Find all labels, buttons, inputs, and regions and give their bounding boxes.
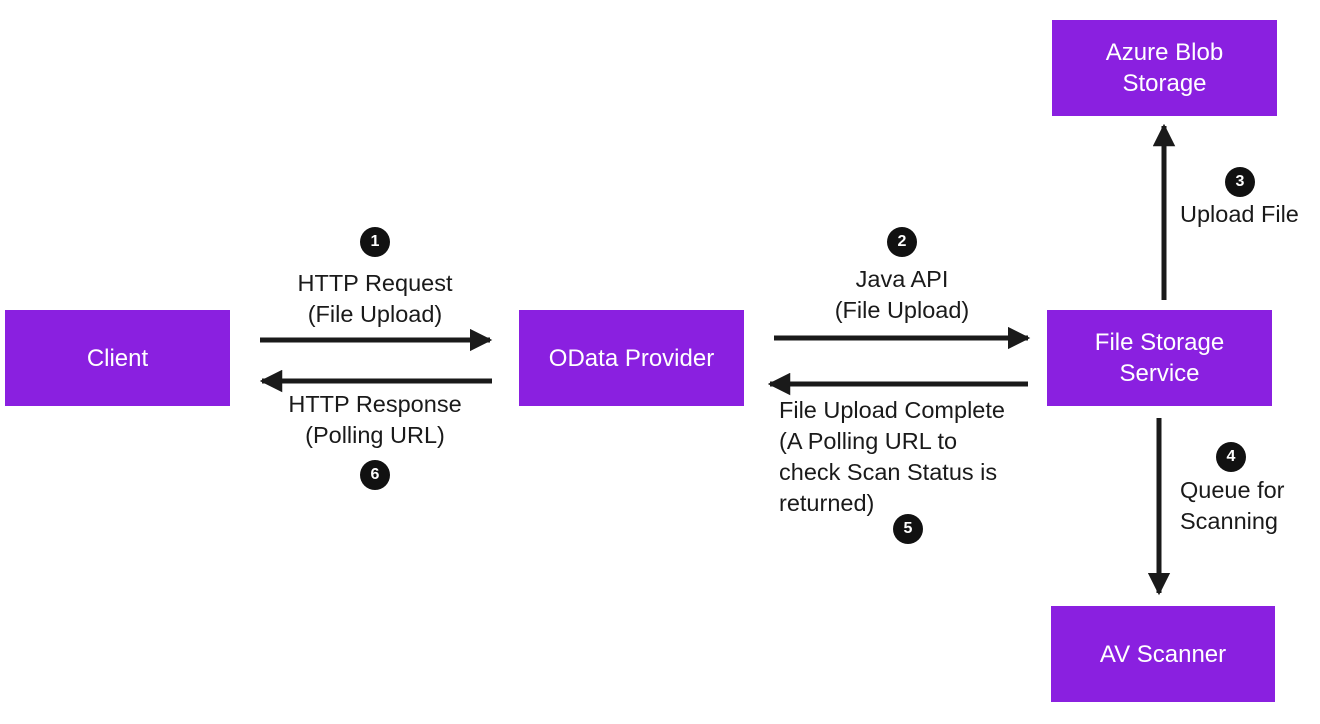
- file-storage-service-node: File Storage Service: [1047, 310, 1272, 406]
- step-2-badge: 2: [887, 227, 917, 257]
- step-2-label: Java API (File Upload): [834, 266, 970, 323]
- odata-provider-node: OData Provider: [519, 310, 744, 406]
- step-1-badge: 1: [360, 227, 390, 257]
- step-1-label: HTTP Request (File Upload): [297, 270, 453, 327]
- step-4-badge: 4: [1216, 442, 1246, 472]
- client-node: Client: [5, 310, 230, 406]
- step-6-badge: 6: [360, 460, 390, 490]
- step-6-label: HTTP Response (Polling URL): [288, 391, 462, 448]
- step-3-badge: 3: [1225, 167, 1255, 197]
- azure-blob-storage-node: Azure Blob Storage: [1052, 20, 1277, 116]
- step-5-label: File Upload Complete (A Polling URL to c…: [779, 397, 1005, 516]
- step-4-label: Queue for Scanning: [1180, 477, 1285, 534]
- av-scanner-node: AV Scanner: [1051, 606, 1275, 702]
- step-3-label: Upload File: [1180, 201, 1299, 227]
- step-5-badge: 5: [893, 514, 923, 544]
